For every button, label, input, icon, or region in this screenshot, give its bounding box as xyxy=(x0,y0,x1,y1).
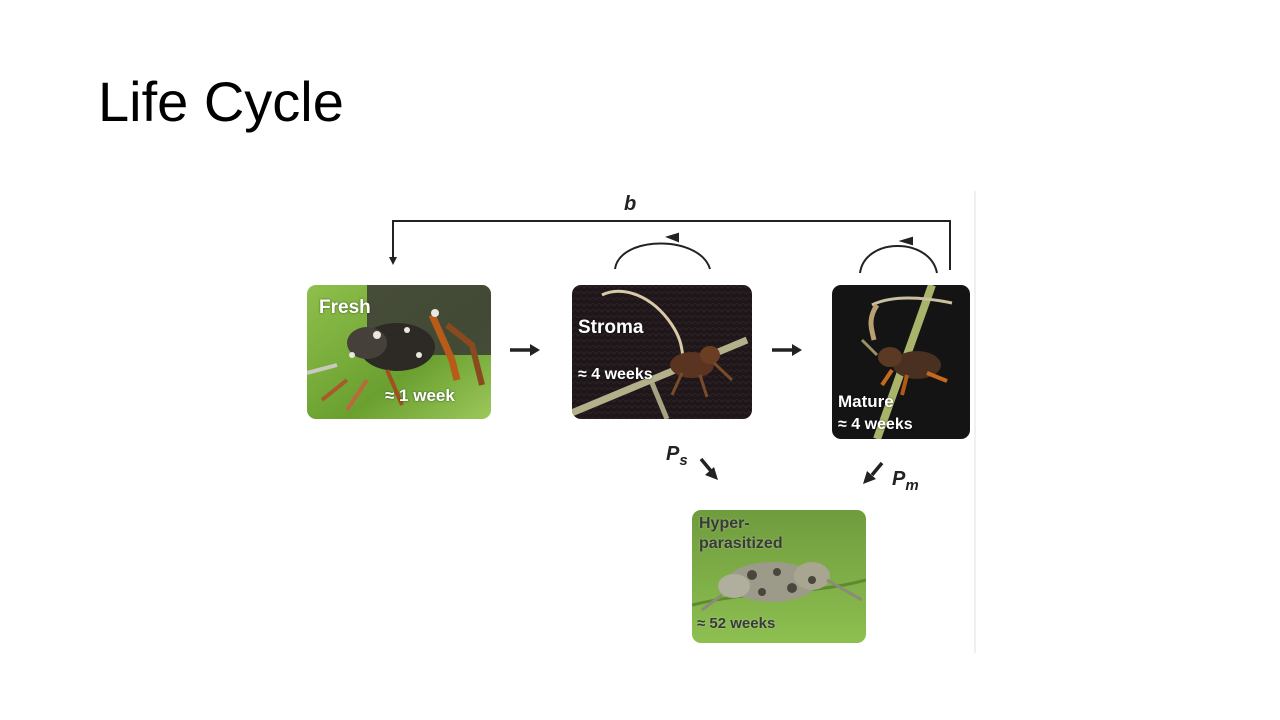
fresh-to-stroma-arrow xyxy=(510,344,540,356)
stroma-label: Stroma xyxy=(578,317,644,338)
feedback-label: b xyxy=(624,193,637,215)
hyperparasitized-stage-photo: Hyper- parasitized ≈ 52 weeks xyxy=(692,510,866,643)
mature-photo-art xyxy=(832,285,970,439)
hyper-label-line1: Hyper- xyxy=(699,515,750,532)
stroma-to-hyper-arrow xyxy=(699,457,718,480)
fresh-stage-photo: Fresh ≈ 1 week xyxy=(307,285,491,419)
mature-self-loop xyxy=(859,236,938,274)
stroma-to-mature-arrow xyxy=(772,344,802,356)
hyper-duration: ≈ 52 weeks xyxy=(697,615,776,632)
pm-label: Pm xyxy=(892,468,919,494)
figure-edge xyxy=(974,191,976,653)
mature-to-hyper-arrow xyxy=(863,461,884,484)
stroma-stage-photo: Stroma ≈ 4 weeks xyxy=(572,285,752,419)
mature-duration: ≈ 4 weeks xyxy=(838,416,913,433)
stroma-self-loop xyxy=(614,232,711,270)
ps-label: Ps xyxy=(666,443,688,469)
fresh-photo-art xyxy=(307,285,491,419)
fresh-duration: ≈ 1 week xyxy=(385,386,455,405)
mature-stage-photo: Mature ≈ 4 weeks xyxy=(832,285,970,439)
arrows-layer xyxy=(389,220,951,484)
hyper-label-line2: parasitized xyxy=(699,535,783,552)
hyper-photo-art xyxy=(692,510,866,643)
life-cycle-diagram: b Ps Pm xyxy=(300,185,980,655)
fresh-label: Fresh xyxy=(319,297,371,318)
stroma-photo-art xyxy=(572,285,752,419)
stroma-duration: ≈ 4 weeks xyxy=(578,366,653,383)
slide-title: Life Cycle xyxy=(98,70,344,133)
feedback-arrow xyxy=(389,220,951,270)
mature-label: Mature xyxy=(838,392,894,411)
